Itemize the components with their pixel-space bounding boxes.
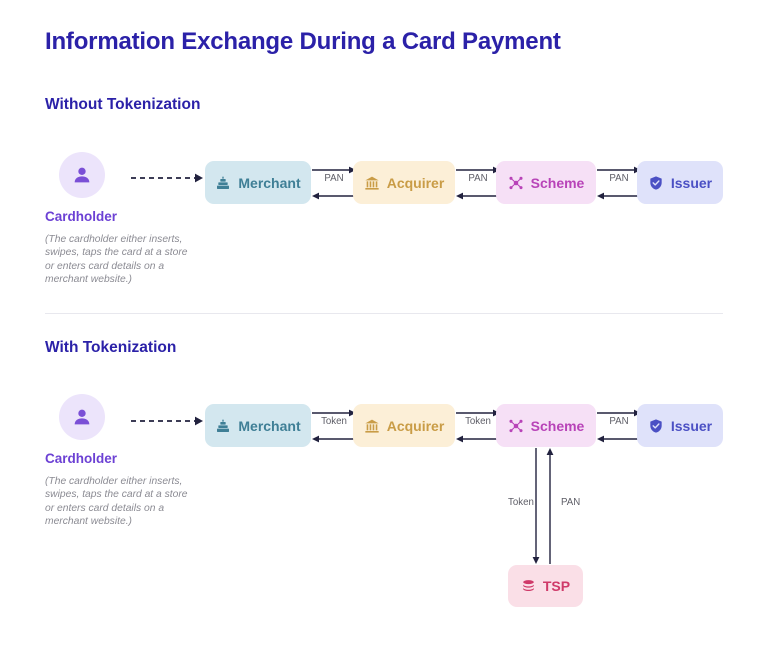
connector-label-scheme-issuer-2: PAN bbox=[609, 416, 629, 427]
section-divider bbox=[45, 313, 723, 314]
connector-label-acquirer-scheme-2: Token bbox=[465, 416, 491, 427]
node-merchant-1[interactable]: Merchant bbox=[205, 161, 311, 204]
page-title: Information Exchange During a Card Payme… bbox=[45, 28, 561, 55]
section-heading-without-tokenization: Without Tokenization bbox=[45, 96, 201, 113]
node-scheme-label-1: Scheme bbox=[530, 174, 585, 191]
node-issuer-1[interactable]: Issuer bbox=[637, 161, 723, 204]
node-merchant-label-2: Merchant bbox=[238, 417, 301, 434]
cardholder-group-1: Cardholder (The cardholder either insert… bbox=[45, 152, 235, 286]
node-tsp[interactable]: TSP bbox=[508, 565, 583, 607]
dashed-arrow-cardholder-to-merchant-1 bbox=[131, 173, 205, 183]
node-scheme-1[interactable]: Scheme bbox=[496, 161, 596, 204]
shield-check-icon bbox=[648, 418, 664, 434]
connector-label-acquirer-scheme-1: PAN bbox=[468, 173, 488, 184]
cash-register-icon bbox=[215, 418, 231, 434]
node-issuer-label-1: Issuer bbox=[670, 174, 713, 191]
connector-label-tsp-to-scheme: PAN bbox=[561, 497, 581, 508]
connector-merchant-acquirer-2: Token bbox=[311, 404, 357, 448]
node-scheme-2[interactable]: Scheme bbox=[496, 404, 596, 447]
database-icon bbox=[521, 579, 536, 594]
connector-scheme-tsp: Token PAN bbox=[508, 447, 580, 565]
person-icon bbox=[71, 406, 93, 428]
person-icon bbox=[71, 164, 93, 186]
cardholder-group-2: Cardholder (The cardholder either insert… bbox=[45, 394, 235, 528]
connector-acquirer-scheme-1: PAN bbox=[455, 161, 501, 205]
dashed-arrow-cardholder-to-merchant-2 bbox=[131, 416, 205, 426]
network-hub-icon bbox=[508, 175, 524, 191]
bank-icon bbox=[364, 175, 380, 191]
cash-register-icon bbox=[215, 175, 231, 191]
section-heading-with-tokenization: With Tokenization bbox=[45, 339, 177, 356]
connector-label-scheme-to-tsp: Token bbox=[508, 497, 534, 508]
node-issuer-label-2: Issuer bbox=[670, 417, 713, 434]
connector-label-merchant-acquirer-2: Token bbox=[321, 416, 347, 427]
node-scheme-label-2: Scheme bbox=[530, 417, 585, 434]
cardholder-label-1: Cardholder bbox=[45, 209, 118, 224]
node-issuer-2[interactable]: Issuer bbox=[637, 404, 723, 447]
node-tsp-label: TSP bbox=[542, 578, 571, 594]
network-hub-icon bbox=[508, 418, 524, 434]
shield-check-icon bbox=[648, 175, 664, 191]
connector-scheme-issuer-2: PAN bbox=[596, 404, 642, 448]
avatar bbox=[59, 394, 105, 440]
cardholder-label-2: Cardholder bbox=[45, 451, 118, 466]
cardholder-note-1: (The cardholder either inserts, swipes, … bbox=[45, 234, 188, 285]
node-acquirer-label-2: Acquirer bbox=[386, 417, 445, 434]
connector-label-merchant-acquirer-1: PAN bbox=[324, 173, 344, 184]
node-acquirer-label-1: Acquirer bbox=[386, 174, 445, 191]
node-merchant-2[interactable]: Merchant bbox=[205, 404, 311, 447]
connector-acquirer-scheme-2: Token bbox=[455, 404, 501, 448]
connector-scheme-issuer-1: PAN bbox=[596, 161, 642, 205]
connector-label-scheme-issuer-1: PAN bbox=[609, 173, 629, 184]
cardholder-note-2: (The cardholder either inserts, swipes, … bbox=[45, 476, 188, 527]
node-acquirer-2[interactable]: Acquirer bbox=[353, 404, 455, 447]
node-acquirer-1[interactable]: Acquirer bbox=[353, 161, 455, 204]
bank-icon bbox=[364, 418, 380, 434]
connector-merchant-acquirer-1: PAN bbox=[311, 161, 357, 205]
avatar bbox=[59, 152, 105, 198]
node-merchant-label-1: Merchant bbox=[238, 174, 301, 191]
